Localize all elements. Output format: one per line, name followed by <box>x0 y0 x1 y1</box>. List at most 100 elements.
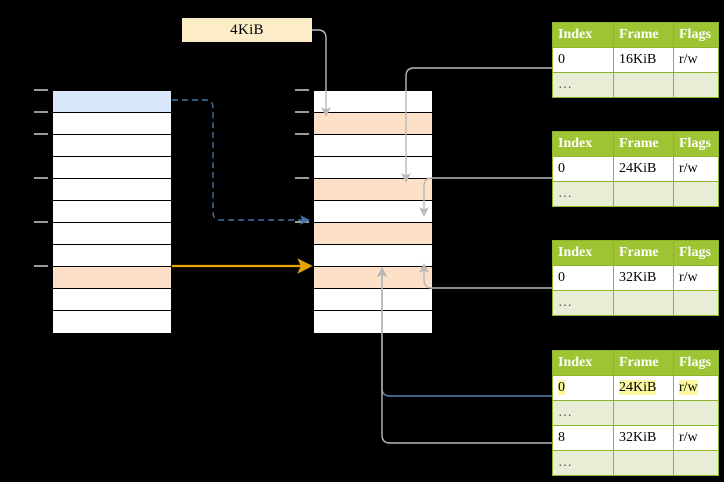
page-table-level-4-row-3[interactable]: … <box>552 450 719 476</box>
highlight-mark: 24KiB <box>619 380 657 395</box>
left-memory-column-cell-7 <box>53 245 171 267</box>
page-table-level-2-row-0-flags: r/w <box>673 156 719 182</box>
page-table-level-4-header-frame: Frame <box>613 350 674 376</box>
page-table-level-1-row-1-index: … <box>552 72 614 98</box>
page-table-level-4-row-2-index: 8 <box>552 425 614 451</box>
left-memory-column-cell-0 <box>53 91 171 113</box>
page-table-level-4-header-index: Index <box>552 350 614 376</box>
left-memory-column-cell-5 <box>53 201 171 223</box>
page-table-level-1-row-0-frame: 16KiB <box>613 47 674 73</box>
right-memory-column-cell-6 <box>314 223 432 245</box>
page-table-level-4-row-1-index: … <box>552 400 614 426</box>
left-memory-column-tick-6 <box>34 221 48 223</box>
page-table-level-4-row-1-frame <box>613 400 674 426</box>
page-table-level-3-row-0-frame: 32KiB <box>613 265 674 291</box>
right-memory-column-cell-10 <box>314 311 432 333</box>
right-memory-column-cell-7 <box>314 245 432 267</box>
page-table-level-2-row-1[interactable]: … <box>552 181 719 207</box>
page-table-level-3-row-0-index: 0 <box>552 265 614 291</box>
page-table-level-2-header-flags: Flags <box>673 131 719 157</box>
page-table-level-3-row-1-index: … <box>552 290 614 316</box>
right-memory-column-tick-2 <box>295 133 309 135</box>
right-memory-column-cell-4 <box>314 179 432 201</box>
page-table-level-1-row-1-flags <box>673 72 719 98</box>
left-memory-column-cell-2 <box>53 135 171 157</box>
right-memory-column-cell-8 <box>314 267 432 289</box>
page-table-level-4-row-3-index: … <box>552 450 614 476</box>
page-table-level-2-row-1-index: … <box>552 181 614 207</box>
right-memory-column-cell-2 <box>314 135 432 157</box>
right-memory-column-cell-1 <box>314 113 432 135</box>
page-table-level-4-row-1[interactable]: … <box>552 400 719 426</box>
page-table-level-4-row-3-flags <box>673 450 719 476</box>
left-memory-column <box>52 90 172 333</box>
right-memory-column-tick-0 <box>295 89 309 91</box>
page-table-level-2-header-frame: Frame <box>613 131 674 157</box>
page-table-level-3-row-1-frame <box>613 290 674 316</box>
right-memory-column-tick-4 <box>295 177 309 179</box>
page-table-level-2-row-0-frame: 24KiB <box>613 156 674 182</box>
page-table-level-1-header-index: Index <box>552 22 614 48</box>
right-memory-column-tick-6 <box>295 221 309 223</box>
page-table-level-4-row-3-frame <box>613 450 674 476</box>
wire-table3-to-right8 <box>419 263 552 289</box>
wire-table2-to-right6 <box>419 177 552 217</box>
page-table-level-4-row-2-frame: 32KiB <box>613 425 674 451</box>
left-memory-column-cell-1 <box>53 113 171 135</box>
right-memory-column-cell-0 <box>314 91 432 113</box>
page-table-level-2-row-1-frame <box>613 181 674 207</box>
page-table-level-3-header-index: Index <box>552 240 614 266</box>
left-memory-column-cell-9 <box>53 289 171 311</box>
page-table-level-4-row-1-flags <box>673 400 719 426</box>
page-table-level-4-row-0-frame: 24KiB <box>613 375 674 401</box>
right-memory-column <box>313 90 433 333</box>
page-table-level-1-header-frame: Frame <box>613 22 674 48</box>
left-memory-column-cell-4 <box>53 179 171 201</box>
page-table-level-4-row-0[interactable]: 0 24KiB r/w <box>552 375 719 401</box>
left-memory-column-cell-6 <box>53 223 171 245</box>
page-size-label: 4KiB <box>182 18 312 42</box>
right-memory-column-tick-1 <box>295 111 309 113</box>
left-memory-column-tick-2 <box>34 133 48 135</box>
left-memory-column-tick-1 <box>34 111 48 113</box>
highlight-mark: 0 <box>558 380 565 395</box>
page-table-level-2-row-0-index: 0 <box>552 156 614 182</box>
right-memory-column-cell-9 <box>314 289 432 311</box>
page-table-level-3-header-frame: Frame <box>613 240 674 266</box>
page-table-level-2-header-index: Index <box>552 131 614 157</box>
page-table-level-3-header-flags: Flags <box>673 240 719 266</box>
page-table-level-4-row-0-flags: r/w <box>673 375 719 401</box>
left-memory-column-tick-0 <box>34 89 48 91</box>
wire-left0-to-right6 <box>172 99 310 225</box>
left-memory-column-cell-10 <box>53 311 171 333</box>
left-memory-column-cell-8 <box>53 267 171 289</box>
page-table-level-2-row-1-flags <box>673 181 719 207</box>
left-memory-column-tick-4 <box>34 177 48 179</box>
left-memory-column-tick-8 <box>34 265 48 267</box>
right-memory-column-cell-3 <box>314 157 432 179</box>
page-table-level-1-row-0-flags: r/w <box>673 47 719 73</box>
page-table-level-1-header-flags: Flags <box>673 22 719 48</box>
page-table-level-1-row-1-frame <box>613 72 674 98</box>
page-table-level-4-header-flags: Flags <box>673 350 719 376</box>
right-memory-column-cell-5 <box>314 201 432 223</box>
page-table-level-3-row-1[interactable]: … <box>552 290 719 316</box>
page-table-level-1-row-0-index: 0 <box>552 47 614 73</box>
page-table-level-3-row-0-flags: r/w <box>673 265 719 291</box>
left-memory-column-cell-3 <box>53 157 171 179</box>
highlight-mark: r/w <box>679 380 698 395</box>
page-table-level-1-row-1[interactable]: … <box>552 72 719 98</box>
